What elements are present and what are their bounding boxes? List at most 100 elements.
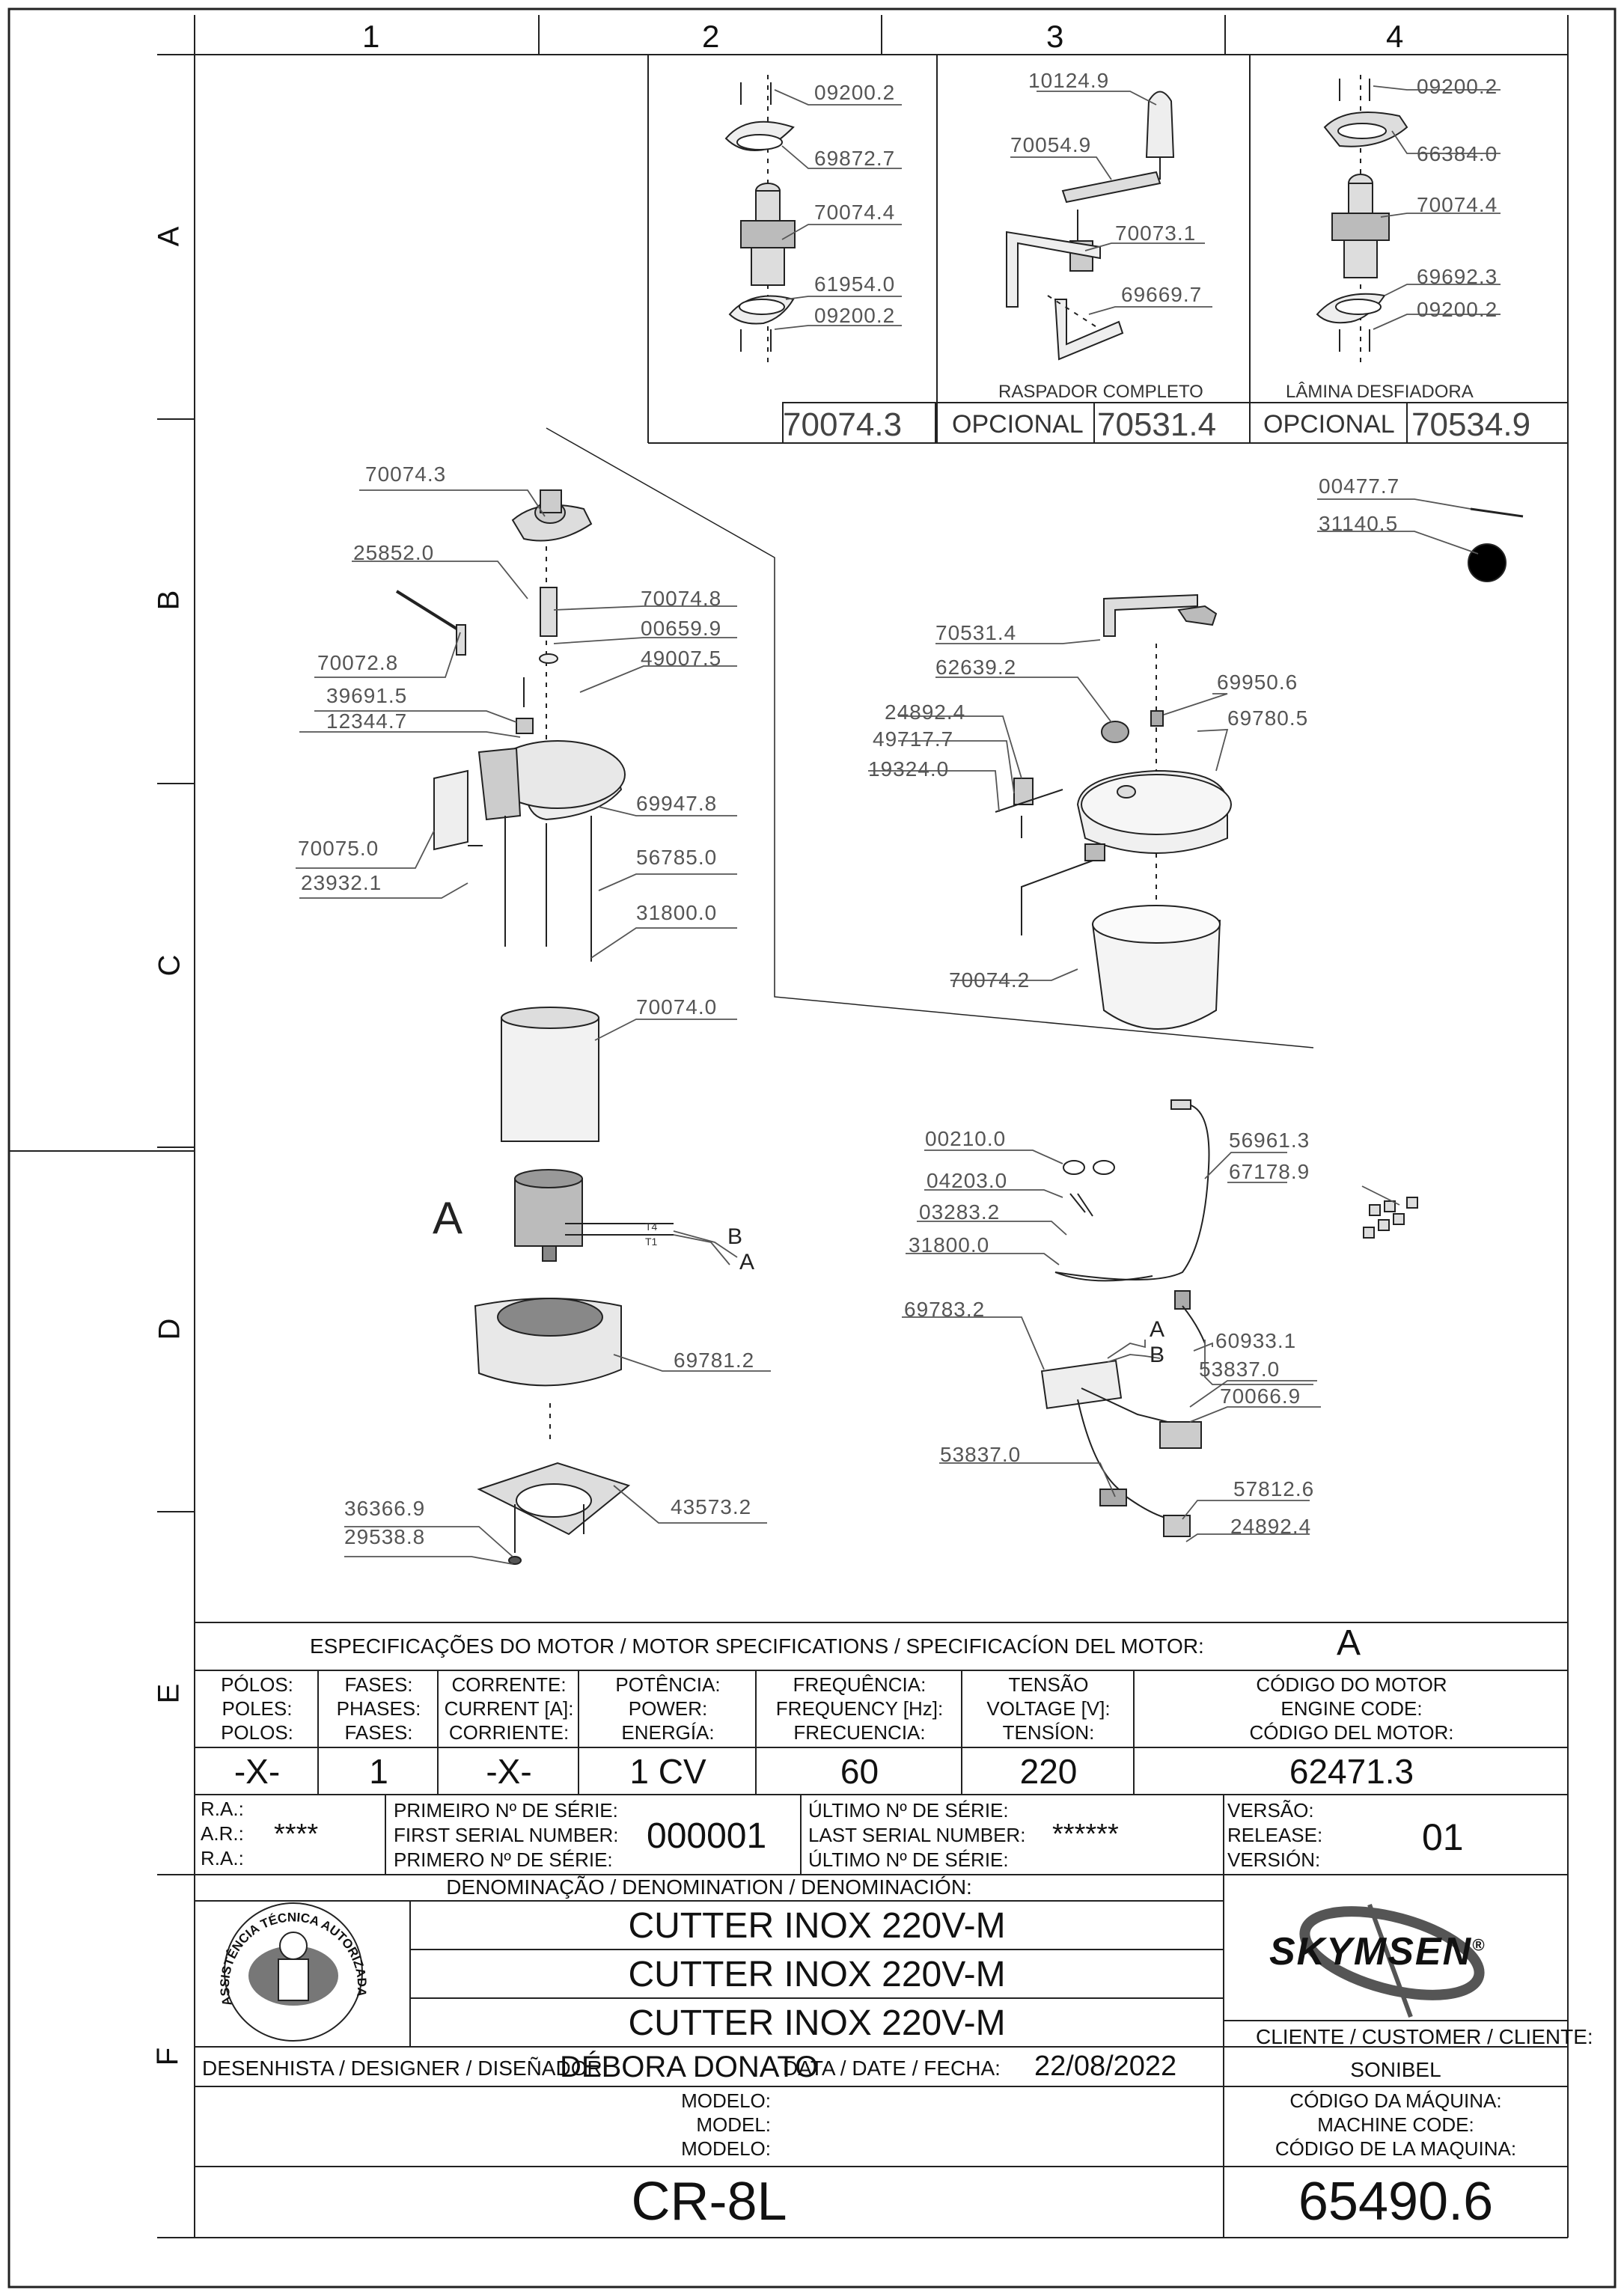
last-serial-labels: ÚLTIMO Nº DE SÉRIE:LAST SERIAL NUMBER:ÚL… (808, 1799, 1026, 1871)
part-label: 69947.8 (636, 792, 718, 815)
part-label: 36366.9 (344, 1497, 426, 1520)
part-label: 69783.2 (904, 1298, 986, 1321)
seal-text: ASSISTÊNCIA TÉCNICA AUTORIZADA (218, 1910, 369, 2007)
denomination-title: DENOMINAÇÃO / DENOMINATION / DENOMINACIÓ… (446, 1875, 972, 1899)
row-d-label: D (153, 1318, 186, 1340)
part-label: 09200.2 (1417, 75, 1498, 98)
row-f-label: F (151, 2047, 185, 2066)
part-label: 70074.4 (1417, 193, 1498, 216)
part-label: 70054.9 (1010, 133, 1092, 156)
ra-value: **** (274, 1819, 319, 1850)
scraper-caption: RASPADOR COMPLETO (998, 382, 1203, 402)
denomination-line: CUTTER INOX 220V-M (628, 1906, 1006, 1946)
column-2-label: 2 (702, 19, 720, 54)
terminal-t1: T1 (645, 1236, 658, 1248)
denomination-line: CUTTER INOX 220V-M (628, 1955, 1006, 1994)
first-serial-value: 000001 (647, 1816, 767, 1856)
lid-bowl-assembly (995, 507, 1524, 1030)
part-label: 09200.2 (814, 304, 896, 327)
skymsen-logo (1299, 1903, 1485, 2018)
part-label: 00659.9 (641, 617, 722, 640)
terminal-t4: T4 (645, 1221, 658, 1233)
electrical-assembly (1040, 1099, 1418, 1537)
part-label: 69781.2 (674, 1349, 755, 1372)
part-label: 69872.7 (814, 147, 896, 170)
kit-code: 70531.4 (1097, 406, 1217, 443)
client-value: SONIBEL (1350, 2058, 1441, 2081)
spec-power-value: 1 CV (629, 1752, 706, 1791)
part-label: 70066.9 (1220, 1384, 1301, 1408)
leaders-right (868, 498, 1479, 981)
column-3-label: 3 (1046, 19, 1064, 54)
part-label: 60933.1 (1215, 1329, 1297, 1352)
part-label: 70072.8 (317, 651, 399, 674)
date-value: 22/08/2022 (1034, 2051, 1177, 2082)
ra-labels: R.A.:A.R.:R.A.: (201, 1798, 244, 1869)
part-label: 24892.4 (885, 700, 966, 724)
part-label: 09200.2 (1417, 298, 1498, 321)
part-label: 69669.7 (1121, 283, 1203, 306)
part-label: 03283.2 (919, 1200, 1001, 1224)
part-label: 31800.0 (909, 1233, 990, 1257)
date-label: DATA / DATE / FECHA: (783, 2057, 1001, 2080)
spec-header-frequency: FREQUÊNCIA:FREQUENCY [Hz]:FRECUENCIA: (775, 1673, 944, 1744)
part-label: 09200.2 (814, 81, 896, 104)
shredder-caption: LÂMINA DESFIADORA (1286, 382, 1474, 402)
optional-label: OPCIONAL (1263, 410, 1395, 439)
spec-voltage-value: 220 (1019, 1752, 1078, 1791)
spec-header-current: CORRENTE:CURRENT [A]:CORRIENTE: (444, 1673, 574, 1744)
column-4-label: 4 (1386, 19, 1404, 54)
part-label: 19324.0 (868, 757, 950, 781)
optional-label: OPCIONAL (952, 410, 1084, 439)
blade-kit-70074-3 (724, 75, 796, 367)
first-serial-labels: PRIMEIRO Nº DE SÉRIE:FIRST SERIAL NUMBER… (394, 1799, 619, 1871)
part-label: 70073.1 (1115, 222, 1197, 245)
denomination-line: CUTTER INOX 220V-M (628, 2003, 1006, 2043)
spec-header-poles: PÓLOS:POLES:POLOS: (221, 1673, 293, 1744)
motor-ref: A (1337, 1623, 1361, 1663)
part-label: 61954.0 (814, 272, 896, 296)
part-label: 56785.0 (636, 846, 718, 869)
part-label: 00210.0 (925, 1127, 1007, 1150)
part-label: 53837.0 (1199, 1358, 1280, 1381)
leaders-electrical (902, 1149, 1400, 1542)
designer-label: DESENHISTA / DESIGNER / DISEÑADOR: (202, 2057, 608, 2080)
part-label: 70074.3 (365, 462, 447, 486)
part-label: 62639.2 (935, 656, 1017, 679)
spec-engine-code-value: 62471.3 (1289, 1752, 1414, 1791)
motor-spec-title: ESPECIFICAÇÕES DO MOTOR / MOTOR SPECIFIC… (310, 1634, 1204, 1658)
motor-callout-a: A (433, 1193, 463, 1243)
part-label: 24892.4 (1230, 1515, 1312, 1538)
wire-a-label: A (739, 1250, 755, 1274)
client-label: CLIENTE / CUSTOMER / CLIENTE: (1256, 2025, 1593, 2048)
version-labels: VERSÃO:RELEASE:VERSIÓN: (1227, 1799, 1323, 1871)
part-label: 56961.3 (1229, 1129, 1310, 1152)
part-label: 67178.9 (1229, 1160, 1310, 1183)
part-label: 70074.4 (814, 201, 896, 224)
part-label: 31140.5 (1319, 512, 1399, 535)
optional-parts-frame (647, 55, 1569, 444)
part-label: 00477.7 (1319, 474, 1400, 498)
leaders-left (296, 489, 771, 1565)
wire-b-label: B (727, 1224, 743, 1249)
main-exploded-assembly (395, 427, 1314, 1565)
row-e-label: E (152, 1683, 186, 1704)
wire-a-label: A (1150, 1317, 1165, 1342)
part-label: 70531.4 (935, 621, 1017, 644)
part-label: 57812.6 (1233, 1477, 1315, 1500)
wire-b-label: B (1150, 1343, 1165, 1367)
column-1-label: 1 (362, 19, 380, 54)
spec-phases-value: 1 (369, 1752, 388, 1791)
authorized-service-seal (224, 1902, 363, 2042)
row-b-label: B (152, 590, 186, 611)
title-block-grid (195, 1622, 1568, 2238)
brand-name: SKYMSEN® (1269, 1930, 1486, 1973)
spec-frequency-value: 60 (840, 1752, 879, 1791)
kit-code: 70074.3 (783, 406, 903, 443)
part-label: 29538.8 (344, 1525, 426, 1548)
part-label: 49717.7 (873, 727, 954, 751)
leaders-col3 (1010, 91, 1212, 315)
part-label: 39691.5 (326, 684, 408, 707)
